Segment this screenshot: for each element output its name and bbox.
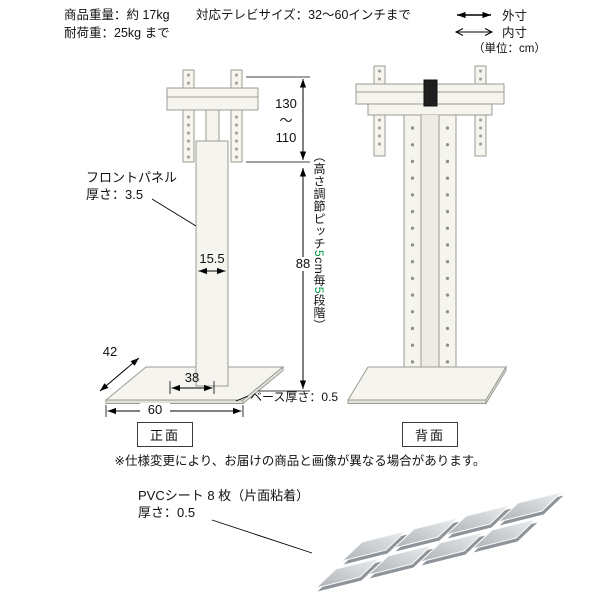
height-adjust-note: （高さ調節ピッチ5cm毎5段階）	[311, 150, 328, 331]
legend-inner-label: 内寸	[502, 26, 528, 40]
back-bracket-holes	[378, 69, 482, 154]
front-stand-drawing	[104, 69, 285, 405]
front-caption-box: 正面	[137, 422, 194, 447]
pvc-sheet	[315, 557, 381, 589]
back-caption-box: 背面	[402, 422, 459, 447]
dim-height-min-110: 110	[275, 130, 297, 145]
back-base-plate	[347, 366, 507, 401]
pvc-sheet	[341, 530, 407, 562]
dim-depth-42: 42	[102, 344, 118, 359]
pvc-sheet	[445, 504, 511, 536]
product-weight-text: 商品重量：約 17kg	[64, 8, 170, 22]
legend-outer-label: 外寸	[502, 9, 528, 23]
back-caption-label: 背面	[415, 428, 446, 443]
note-green-5b: 5	[312, 286, 326, 294]
load-capacity-text: 耐荷重：25kg まで	[64, 26, 170, 40]
tv-size-text: 対応テレビサイズ：32～60インチまで	[196, 8, 411, 22]
front-panel-label-line2: 厚さ：3.5	[86, 187, 144, 202]
back-stand-drawing	[347, 65, 507, 406]
height-dimension-lines	[246, 76, 310, 392]
pvc-sheet	[367, 544, 433, 576]
note-part-1: （高さ調節ピッチ	[312, 150, 326, 250]
pvc-sheet	[471, 518, 537, 550]
pvc-sheet	[497, 491, 563, 523]
dim-base-width-60: 60	[140, 402, 170, 418]
front-neck	[205, 109, 220, 143]
disclaimer-text: ※仕様変更により、お届けの商品と画像が異なる場合があります。	[114, 454, 486, 468]
base-thickness-label: ベース厚さ：0.5	[250, 390, 339, 404]
note-part-2: cm毎	[312, 257, 326, 287]
front-caption-label: 正面	[150, 428, 181, 443]
pvc-sheet	[393, 517, 459, 549]
pvc-label-line2: 厚さ：0.5	[138, 505, 196, 520]
note-green-5a: 5	[312, 250, 326, 258]
pvc-label-line1: PVCシート 8 枚（片面粘着）	[138, 488, 310, 503]
front-panel-label-line1: フロントパネル	[86, 170, 178, 185]
back-center-clamp	[423, 79, 438, 107]
dim-height-tilde: ～	[279, 113, 293, 128]
front-bracket-holes	[187, 73, 238, 160]
front-column	[195, 140, 229, 387]
front-bracket-bar	[166, 87, 259, 111]
front-panel-leader-line	[151, 198, 197, 227]
pvc-leader-line	[211, 519, 313, 554]
pvc-sheets-drawing	[315, 491, 564, 592]
base-thickness-leader-line	[235, 395, 249, 402]
dim-inner-width-38: 38	[184, 370, 200, 385]
note-part-3: 段階）	[312, 293, 326, 332]
dim-height-max-130: 130	[275, 96, 297, 111]
legend-unit-label: （単位：cm）	[473, 43, 546, 55]
front-dimension-lines	[99, 198, 249, 417]
pvc-sheet	[419, 531, 485, 563]
dim-column-width: 15.5	[199, 251, 225, 266]
dim-column-height-88: 88	[289, 256, 317, 272]
inner-dim-arrow-icon	[454, 28, 494, 36]
